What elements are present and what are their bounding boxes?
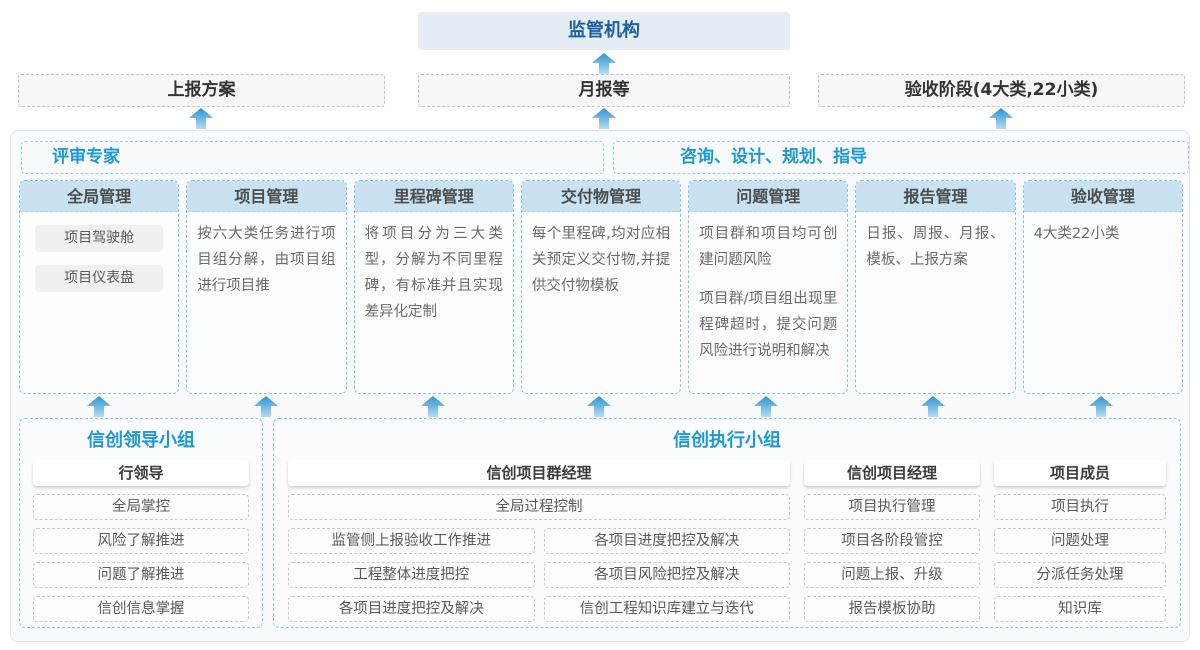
column-acceptance-management: 验收管理 4大类22小类	[1022, 180, 1183, 394]
pm-duty-item: 工程整体进度把控	[288, 562, 535, 588]
up-arrow-icon	[1089, 396, 1113, 417]
column-text: 按六大类任务进行项目组分解，由项目组进行项目推	[197, 226, 336, 295]
member-duty-item: 问题处理	[994, 528, 1166, 554]
pjm-duty-item: 报告模板协助	[804, 596, 980, 622]
column-text: 将项目分为三大类型，分解为不同里程碑，有标准并且实现差异化定制	[364, 226, 503, 321]
up-arrow-icon	[87, 396, 111, 417]
advisor-experts-box: 评审专家	[21, 141, 604, 174]
column-title: 交付物管理	[521, 181, 681, 212]
column-body: 每个里程碑,均对应相关预定义交付物,并提供交付物模板	[522, 212, 680, 308]
up-arrow-icon	[754, 396, 778, 417]
regulator-box: 监管机构	[418, 12, 790, 50]
program-manager-group: 信创项目群经理 全局过程控制 监管侧上报验收工作推进 各项目进度把控及解决 工程…	[288, 460, 790, 622]
up-arrow-icon	[189, 108, 213, 129]
advisor-consulting-box: 咨询、设计、规划、指导	[613, 141, 1189, 174]
pm-duty-grid: 监管侧上报验收工作推进 各项目进度把控及解决 工程整体进度把控 各项目风险把控及…	[288, 520, 790, 622]
member-duty-item: 项目执行	[994, 494, 1166, 520]
leadership-group-title: 信创领导小组	[87, 430, 195, 451]
pm-duty-item: 监管侧上报验收工作推进	[288, 528, 535, 554]
up-arrow-icon	[592, 53, 616, 74]
up-arrow-icon	[421, 396, 445, 417]
execution-group-box: 信创执行小组 信创项目群经理 全局过程控制 监管侧上报验收工作推进 各项目进度把…	[273, 418, 1181, 628]
column-body: 4大类22小类	[1024, 212, 1182, 256]
role-project-member: 项目成员	[994, 460, 1166, 486]
column-title: 验收管理	[1023, 181, 1182, 212]
pm-duty-item: 各项目风险把控及解决	[543, 562, 790, 588]
execution-group-title: 信创执行小组	[673, 430, 781, 451]
pjm-duty-item: 项目各阶段管控	[804, 528, 980, 554]
column-text: 4大类22小类	[1033, 226, 1120, 242]
project-manager-group: 信创项目经理 项目执行管理 项目各阶段管控 问题上报、升级 报告模板协助	[804, 460, 980, 622]
up-arrow-icon	[921, 396, 945, 417]
member-duty-item: 分派任务处理	[994, 562, 1166, 588]
pm-duty-item: 各项目进度把控及解决	[543, 528, 790, 554]
column-title: 里程碑管理	[354, 181, 513, 212]
up-arrow-icon	[592, 108, 616, 129]
management-columns: 全局管理 项目驾驶舱 项目仪表盘 项目管理 按六大类任务进行项目组分解，由项目组…	[19, 180, 1183, 394]
pjm-duty-item: 项目执行管理	[804, 494, 980, 520]
role-bank-leader: 行领导	[33, 460, 249, 486]
up-arrow-icon	[587, 396, 611, 417]
leader-duty-item: 信创信息掌握	[33, 596, 249, 622]
column-text: 项目群/项目组出现里程碑超时，提交问题风险进行说明和解决	[699, 291, 838, 360]
column-text: 项目群和项目均可创建问题风险	[699, 226, 838, 269]
report-box-plan: 上报方案	[18, 74, 385, 107]
leader-duty-item: 问题了解推进	[33, 562, 249, 588]
column-title: 问题管理	[689, 181, 848, 212]
column-body: 按六大类任务进行项目组分解，由项目组进行项目推	[187, 212, 345, 308]
column-text: 每个里程碑,均对应相关预定义交付物,并提供交付物模板	[531, 226, 671, 295]
member-duty-item: 知识库	[994, 596, 1166, 622]
role-project-manager: 信创项目经理	[804, 460, 980, 486]
column-body: 日报、周报、月报、模板、上报方案	[856, 212, 1014, 282]
platform-container: 评审专家 咨询、设计、规划、指导 全局管理 项目驾驶舱 项目仪表盘 项目管理 按…	[10, 130, 1190, 642]
leader-duty-item: 风险了解推进	[33, 528, 249, 554]
pm-duty-item: 信创工程知识库建立与迭代	[543, 596, 790, 622]
column-deliverable-management: 交付物管理 每个里程碑,均对应相关预定义交付物,并提供交付物模板	[520, 180, 682, 394]
column-text: 日报、周报、月报、模板、上报方案	[866, 226, 1005, 269]
column-title: 项目管理	[187, 181, 346, 212]
pm-duty-item: 全局过程控制	[288, 494, 790, 520]
column-title: 全局管理	[20, 181, 179, 212]
column-issue-management: 问题管理 项目群和项目均可创建问题风险 项目群/项目组出现里程碑超时，提交问题风…	[688, 180, 849, 394]
up-arrow-icon	[989, 108, 1013, 129]
report-box-acceptance: 验收阶段(4大类,22小类)	[818, 74, 1185, 107]
column-title: 报告管理	[856, 181, 1015, 212]
column-body: 项目驾驶舱 项目仪表盘	[20, 212, 178, 314]
pill-project-dashboard: 项目仪表盘	[35, 265, 164, 292]
pjm-duty-item: 问题上报、升级	[804, 562, 980, 588]
column-body: 将项目分为三大类型，分解为不同里程碑，有标准并且实现差异化定制	[355, 212, 513, 334]
column-milestone-management: 里程碑管理 将项目分为三大类型，分解为不同里程碑，有标准并且实现差异化定制	[353, 180, 514, 394]
leadership-group-box: 信创领导小组 行领导 全局掌控 风险了解推进 问题了解推进 信创信息掌握	[19, 418, 263, 628]
up-arrow-icon	[254, 396, 278, 417]
report-box-monthly: 月报等	[418, 74, 790, 107]
column-global-management: 全局管理 项目驾驶舱 项目仪表盘	[19, 180, 180, 394]
column-body: 项目群和项目均可创建问题风险 项目群/项目组出现里程碑超时，提交问题风险进行说明…	[689, 212, 847, 373]
pill-project-cockpit: 项目驾驶舱	[35, 225, 164, 252]
leader-duty-item: 全局掌控	[33, 494, 249, 520]
pm-duty-item: 各项目进度把控及解决	[288, 596, 535, 622]
column-report-management: 报告管理 日报、周报、月报、模板、上报方案	[855, 180, 1016, 394]
project-member-group: 项目成员 项目执行 问题处理 分派任务处理 知识库	[994, 460, 1166, 622]
role-program-manager: 信创项目群经理	[288, 460, 790, 486]
execution-roles-row: 信创项目群经理 全局过程控制 监管侧上报验收工作推进 各项目进度把控及解决 工程…	[274, 455, 1180, 622]
column-project-management: 项目管理 按六大类任务进行项目组分解，由项目组进行项目推	[186, 180, 347, 394]
